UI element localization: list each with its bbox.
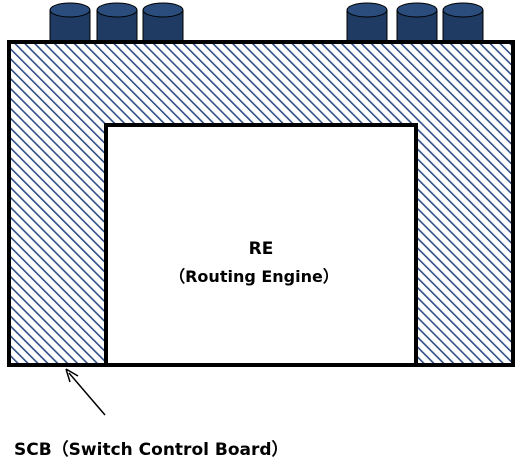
scb-pointer-arrow — [65, 368, 106, 416]
scb-label: SCB（Switch Control Board） — [14, 439, 289, 460]
port-connector — [49, 2, 91, 42]
port-connector — [396, 2, 438, 42]
re-subtitle: （Routing Engine） — [169, 267, 339, 286]
port-connector — [142, 2, 184, 42]
port-connector — [346, 2, 388, 42]
port-connector — [442, 2, 484, 42]
port-group-left — [49, 2, 184, 42]
re-box — [104, 123, 418, 367]
port-group-right — [346, 2, 484, 42]
re-title: RE — [249, 239, 274, 259]
port-connector — [96, 2, 138, 42]
